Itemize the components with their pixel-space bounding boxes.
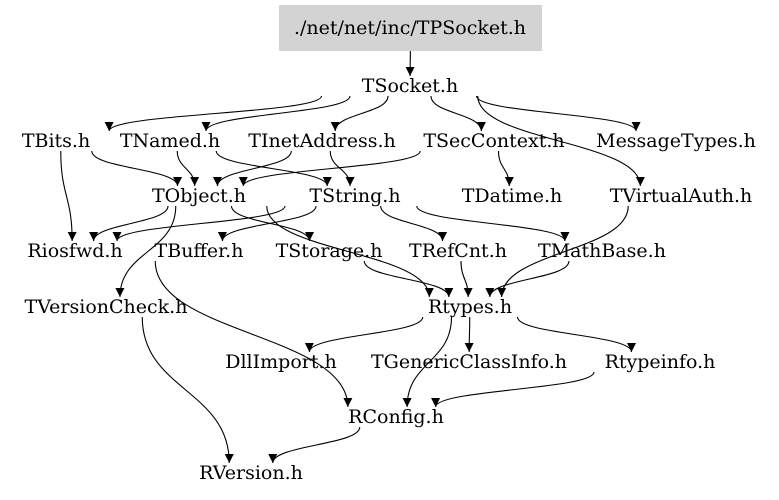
node-tinetaddress[interactable]: TInetAddress.h (248, 130, 396, 152)
node-tnamed[interactable]: TNamed.h (119, 130, 221, 152)
edge-tobject-to-rtypes (266, 205, 434, 298)
node-tbits[interactable]: TBits.h (21, 130, 91, 152)
root-node-label[interactable]: ./net/net/inc/TPSocket.h (293, 17, 527, 39)
edge-rtypes-to-tgenericclassinfo (464, 316, 474, 353)
node-tversioncheck[interactable]: TVersionCheck.h (24, 296, 188, 318)
node-rconfig[interactable]: RConfig.h (348, 406, 444, 428)
node-messagetypes[interactable]: MessageTypes.h (596, 130, 756, 152)
edge-tsocket-to-tbits (104, 95, 323, 132)
edge-tsocket-to-tnamed (201, 95, 351, 132)
root-node-box[interactable] (279, 5, 542, 51)
node-dllimport[interactable]: DllImport.h (225, 351, 337, 373)
edge-tsocket-to-tseccontext (430, 95, 486, 132)
node-tbuffer[interactable]: TBuffer.h (154, 240, 244, 262)
edge-tseccontext-to-tdatime (497, 150, 514, 187)
edge-tbits-to-riosfwd (60, 150, 77, 242)
edge-tsocket-to-tinetaddress (330, 95, 389, 132)
edge-rconfig-to-rversion (268, 426, 361, 464)
edge-tsocket-to-tvirtualauth (477, 95, 645, 187)
edge-tsocket-to-messagetypes (475, 95, 641, 132)
edge-tmathbase-to-rtypes (485, 260, 570, 298)
edge-tstring-to-trefcnt (380, 205, 448, 242)
node-tdatime[interactable]: TDatime.h (461, 185, 563, 207)
node-tseccontext[interactable]: TSecContext.h (423, 130, 565, 152)
node-rversion[interactable]: RVersion.h (199, 462, 303, 484)
node-tstring[interactable]: TString.h (309, 185, 401, 207)
edge-rtypes-to-rtypeinfo (516, 316, 636, 353)
edge-tinetaddress-to-tobject (212, 150, 292, 187)
node-tstorage[interactable]: TStorage.h (275, 240, 383, 262)
edge-tstring-to-riosfwd (112, 205, 286, 242)
edge-rtypeinfo-to-rconfig (431, 371, 595, 408)
node-riosfwd[interactable]: Riosfwd.h (27, 240, 123, 262)
node-tgenericclassinfo[interactable]: TGenericClassInfo.h (371, 351, 567, 373)
node-tobject[interactable]: TObject.h (151, 185, 247, 207)
edge-tobject-to-tversioncheck (115, 205, 177, 298)
edge-tnamed-to-tobject (176, 150, 200, 187)
node-tvirtualauth[interactable]: TVirtualAuth.h (609, 185, 753, 207)
node-tmathbase[interactable]: TMathBase.h (538, 240, 666, 262)
edge-riosfwd-to-rconfig (154, 260, 353, 408)
edge-tnamed-to-tstring (215, 150, 332, 187)
edge-rtypes-to-rconfig (402, 316, 453, 408)
node-trefcnt[interactable]: TRefCnt.h (409, 240, 507, 262)
edge-tversioncheck-to-rversion (141, 316, 234, 464)
node-rtypeinfo[interactable]: Rtypeinfo.h (604, 351, 716, 373)
edge-tstring-to-tmathbase (416, 205, 570, 242)
edge-tbits-to-tobject (91, 150, 183, 187)
node-tsocket[interactable]: TSocket.h (361, 75, 459, 97)
edge-trefcnt-to-rtypes (460, 260, 473, 298)
edge-tseccontext-to-tobject (238, 150, 421, 187)
edge-rtypes-to-dllimport (304, 316, 424, 353)
node-rtypes[interactable]: Rtypes.h (427, 296, 513, 318)
edge-tobject-to-riosfwd (89, 205, 169, 242)
edge-tstorage-to-rtypes (363, 260, 454, 298)
edge-tstring-to-tbuffer (217, 205, 317, 242)
edge-tvirtualauth-to-rtypes (497, 205, 629, 298)
edge-tinetaddress-to-tstring (329, 150, 355, 187)
